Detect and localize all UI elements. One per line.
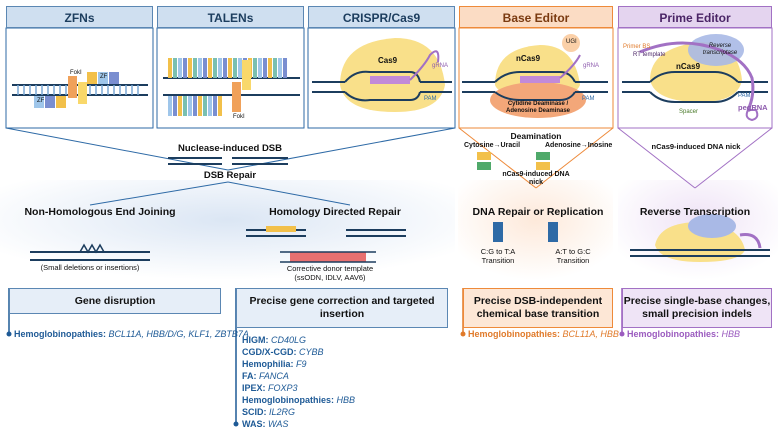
dsb-graphic — [168, 157, 288, 165]
small-indels-label: (Small deletions or insertions) — [40, 263, 140, 272]
base-ncas9-label: nCas9 — [516, 54, 541, 63]
precise-correction-box: Precise gene correction and targeted ins… — [236, 288, 448, 328]
nuclease-dsb-label: Nuclease-induced DSB — [178, 143, 282, 154]
disease-item: IPEX: FOXP3 — [242, 383, 298, 393]
prime-rt-graphic — [630, 214, 770, 262]
prime-editor-graphic — [622, 34, 768, 122]
base-haze — [458, 180, 613, 280]
zf-label-top: ZF — [100, 74, 108, 80]
disease-item: Hemoglobinopathies: HBB — [242, 395, 356, 405]
disease-item: HIGM: CD40LG — [242, 335, 307, 345]
donor-template-label: Corrective donor template — [286, 264, 374, 273]
rt-label: Reverse transcriptase — [702, 43, 738, 56]
nhej-dna-graphic — [30, 243, 150, 261]
base-editor-graphic — [462, 34, 608, 118]
zfn-dna-graphic — [12, 72, 148, 108]
nhej-title: Non-Homologous End Joining — [24, 206, 176, 218]
base-transition-icons — [477, 152, 558, 242]
dna-repair-title: DNA Repair or Replication — [472, 206, 604, 218]
crispr-pam-label: PAM — [424, 96, 437, 102]
header-crispr: CRISPR/Cas9 — [308, 6, 455, 28]
cg-ta-label: C:G to T:A Transition — [480, 247, 516, 265]
foki-label: FokI — [70, 70, 82, 76]
pe-nick-label: nCas9-induced DNA nick — [651, 142, 741, 151]
gene-disruption-box: Gene disruption — [9, 288, 221, 314]
disease-item: Hemoglobinopathies: HBB — [627, 329, 741, 339]
hdr-dna-graphic — [246, 226, 406, 263]
rt-template-label: RT template — [633, 52, 666, 58]
deamination-label: Deamination — [510, 131, 562, 141]
spacer-label: Spacer — [679, 109, 699, 115]
prime-funnel — [617, 127, 773, 189]
hdr-title: Homology Directed Repair — [269, 206, 401, 218]
deaminase-label: Cytidine Deaminase / Adenosine Deaminase — [505, 101, 571, 114]
header-base-editor: Base Editor — [459, 6, 613, 28]
prime-pam-label: PAM — [738, 93, 751, 99]
disease-item: WAS: WAS — [242, 419, 289, 429]
prime-changes-box: Precise single-base changes, small preci… — [622, 288, 772, 328]
ncas9-nick-label: nCas9-induced DNA nick — [502, 171, 570, 186]
crispr-graphic — [312, 38, 452, 112]
disease-item: FA: FANCA — [242, 371, 289, 381]
reverse-transcription-title: Reverse Transcription — [639, 206, 751, 218]
base-grna-label: gRNA — [583, 63, 600, 69]
talen-foki-label: FokI — [233, 114, 245, 120]
cas9-label: Cas9 — [378, 56, 398, 65]
prime-ncas9-label: nCas9 — [676, 62, 701, 71]
donor-types-label: (ssODN, IDLV, AAV6) — [294, 273, 366, 282]
at-gc-label: A:T to G:C Transition — [555, 247, 591, 265]
zf-label: ZF — [37, 98, 45, 104]
adenosine-inosine-label: Adenosine→Inosine — [545, 142, 613, 149]
ugi-label: UGI — [566, 39, 577, 45]
primer-bs-label: Primer BS — [623, 44, 651, 50]
cytosine-uracil-label: Cytosine→Uracil — [464, 142, 521, 149]
base-pam-label: PAM — [582, 96, 595, 102]
header-zfns: ZFNs — [6, 6, 153, 28]
talen-dna-graphic — [163, 58, 300, 116]
zfn-panel — [5, 27, 154, 129]
base-transition-box: Precise DSB-independent chemical base tr… — [463, 288, 613, 328]
disease-item: Hemophilia: F9 — [242, 359, 307, 369]
base-funnel — [458, 127, 614, 189]
dsb-repair-label: DSB Repair — [203, 170, 257, 181]
disease-item: Hemoglobinopathies: BCL11A, HBB — [468, 329, 619, 339]
disease-item: SCID: IL2RG — [242, 407, 296, 417]
pegrna-label: pegRNA — [738, 103, 768, 112]
disease-item: Hemoglobinopathies: BCL11A, HBB/D/G, KLF… — [14, 329, 249, 339]
disease-item: CGD/X-CGD: CYBB — [242, 347, 324, 357]
crispr-grna-label: gRNA — [432, 63, 449, 69]
header-prime-editor: Prime Editor — [618, 6, 772, 28]
repair-split — [89, 181, 351, 206]
header-talens: TALENs — [157, 6, 304, 28]
